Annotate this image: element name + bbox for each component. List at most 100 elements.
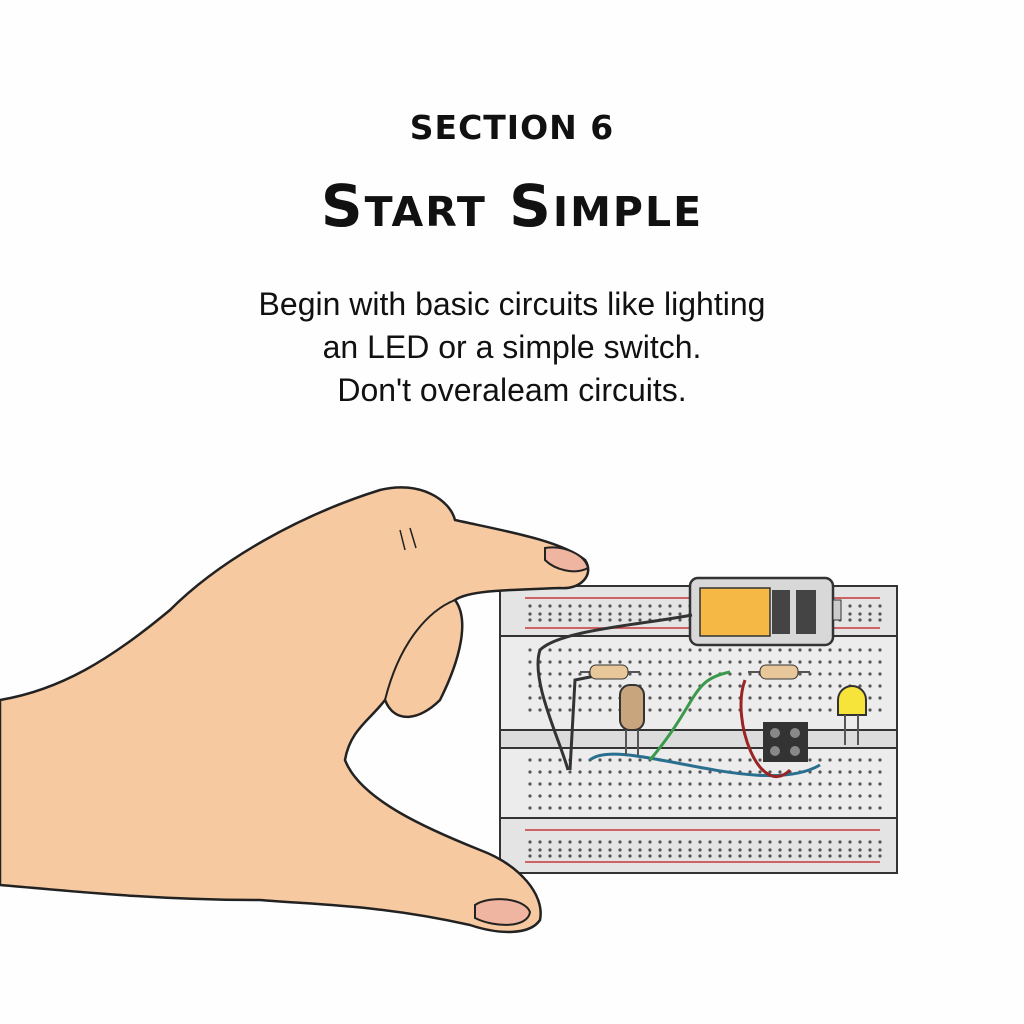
breadboard-hole [598, 770, 602, 774]
breadboard-hole [578, 806, 582, 810]
breadboard-hole [738, 794, 742, 798]
breadboard-hole [698, 770, 702, 774]
breadboard-hole [758, 708, 762, 712]
breadboard-hole [758, 782, 762, 786]
breadboard-hole [668, 794, 672, 798]
breadboard-hole [558, 618, 562, 622]
breadboard-hole [818, 672, 822, 676]
breadboard-hole [728, 840, 732, 844]
breadboard-hole [658, 672, 662, 676]
breadboard-hole [708, 848, 712, 852]
breadboard-hole [678, 854, 682, 858]
breadboard-hole [588, 612, 592, 616]
breadboard-hole [788, 848, 792, 852]
breadboard-hole [718, 806, 722, 810]
breadboard-hole [708, 770, 712, 774]
breadboard-hole [578, 684, 582, 688]
breadboard-hole [688, 840, 692, 844]
breadboard-hole [588, 806, 592, 810]
breadboard-hole [698, 854, 702, 858]
breadboard-hole [598, 660, 602, 664]
breadboard-hole [808, 660, 812, 664]
breadboard-hole [878, 770, 882, 774]
breadboard-hole [558, 604, 562, 608]
breadboard-hole [808, 648, 812, 652]
breadboard-hole [788, 696, 792, 700]
breadboard-hole [788, 648, 792, 652]
breadboard-hole [588, 794, 592, 798]
breadboard-hole [578, 708, 582, 712]
breadboard-hole [608, 854, 612, 858]
breadboard-hole [708, 794, 712, 798]
breadboard-hole [848, 794, 852, 798]
breadboard-hole [668, 648, 672, 652]
breadboard-hole [718, 708, 722, 712]
breadboard-hole [648, 794, 652, 798]
breadboard-hole [588, 854, 592, 858]
breadboard-hole [778, 660, 782, 664]
breadboard-hole [568, 840, 572, 844]
breadboard-hole [678, 612, 682, 616]
breadboard-hole [708, 840, 712, 844]
breadboard-hole [768, 848, 772, 852]
breadboard-hole [788, 854, 792, 858]
breadboard-hole [848, 848, 852, 852]
breadboard-hole [558, 770, 562, 774]
breadboard-hole [648, 648, 652, 652]
breadboard-hole [538, 840, 542, 844]
section-label: SECTION 6 [409, 108, 615, 147]
breadboard-hole [558, 672, 562, 676]
breadboard-hole [608, 684, 612, 688]
breadboard-hole [798, 806, 802, 810]
breadboard-hole [648, 782, 652, 786]
breadboard-hole [588, 660, 592, 664]
breadboard-hole [558, 854, 562, 858]
breadboard-hole [618, 618, 622, 622]
breadboard-hole [758, 848, 762, 852]
breadboard-hole [798, 854, 802, 858]
breadboard-hole [588, 782, 592, 786]
breadboard-hole [698, 696, 702, 700]
breadboard-hole [558, 660, 562, 664]
breadboard-hole [878, 708, 882, 712]
breadboard-hole [748, 854, 752, 858]
breadboard-hole [838, 660, 842, 664]
breadboard-hole [778, 696, 782, 700]
breadboard-hole [768, 696, 772, 700]
breadboard-hole [668, 806, 672, 810]
breadboard-hole [628, 848, 632, 852]
breadboard-hole [598, 708, 602, 712]
breadboard-hole [878, 840, 882, 844]
breadboard-hole [818, 794, 822, 798]
breadboard-hole [528, 794, 532, 798]
breadboard-hole [828, 848, 832, 852]
breadboard-hole [618, 794, 622, 798]
breadboard-hole [658, 708, 662, 712]
breadboard-hole [598, 696, 602, 700]
breadboard-hole [648, 848, 652, 852]
breadboard-hole [708, 660, 712, 664]
breadboard-hole [878, 672, 882, 676]
breadboard-hole [828, 648, 832, 652]
breadboard-hole [548, 806, 552, 810]
breadboard-hole [588, 840, 592, 844]
breadboard-hole [858, 648, 862, 652]
breadboard-hole [658, 840, 662, 844]
breadboard-hole [588, 696, 592, 700]
breadboard-hole [878, 612, 882, 616]
breadboard-hole [658, 612, 662, 616]
breadboard-hole [698, 758, 702, 762]
breadboard-hole [628, 612, 632, 616]
breadboard-hole [538, 758, 542, 762]
breadboard-hole [748, 648, 752, 652]
push-button [763, 722, 808, 762]
breadboard-hole [598, 806, 602, 810]
breadboard-hole [808, 708, 812, 712]
breadboard-hole [578, 604, 582, 608]
breadboard-hole [778, 840, 782, 844]
breadboard-hole [878, 604, 882, 608]
breadboard-hole [658, 604, 662, 608]
breadboard-hole [798, 648, 802, 652]
breadboard-hole [858, 604, 862, 608]
breadboard-hole [608, 782, 612, 786]
